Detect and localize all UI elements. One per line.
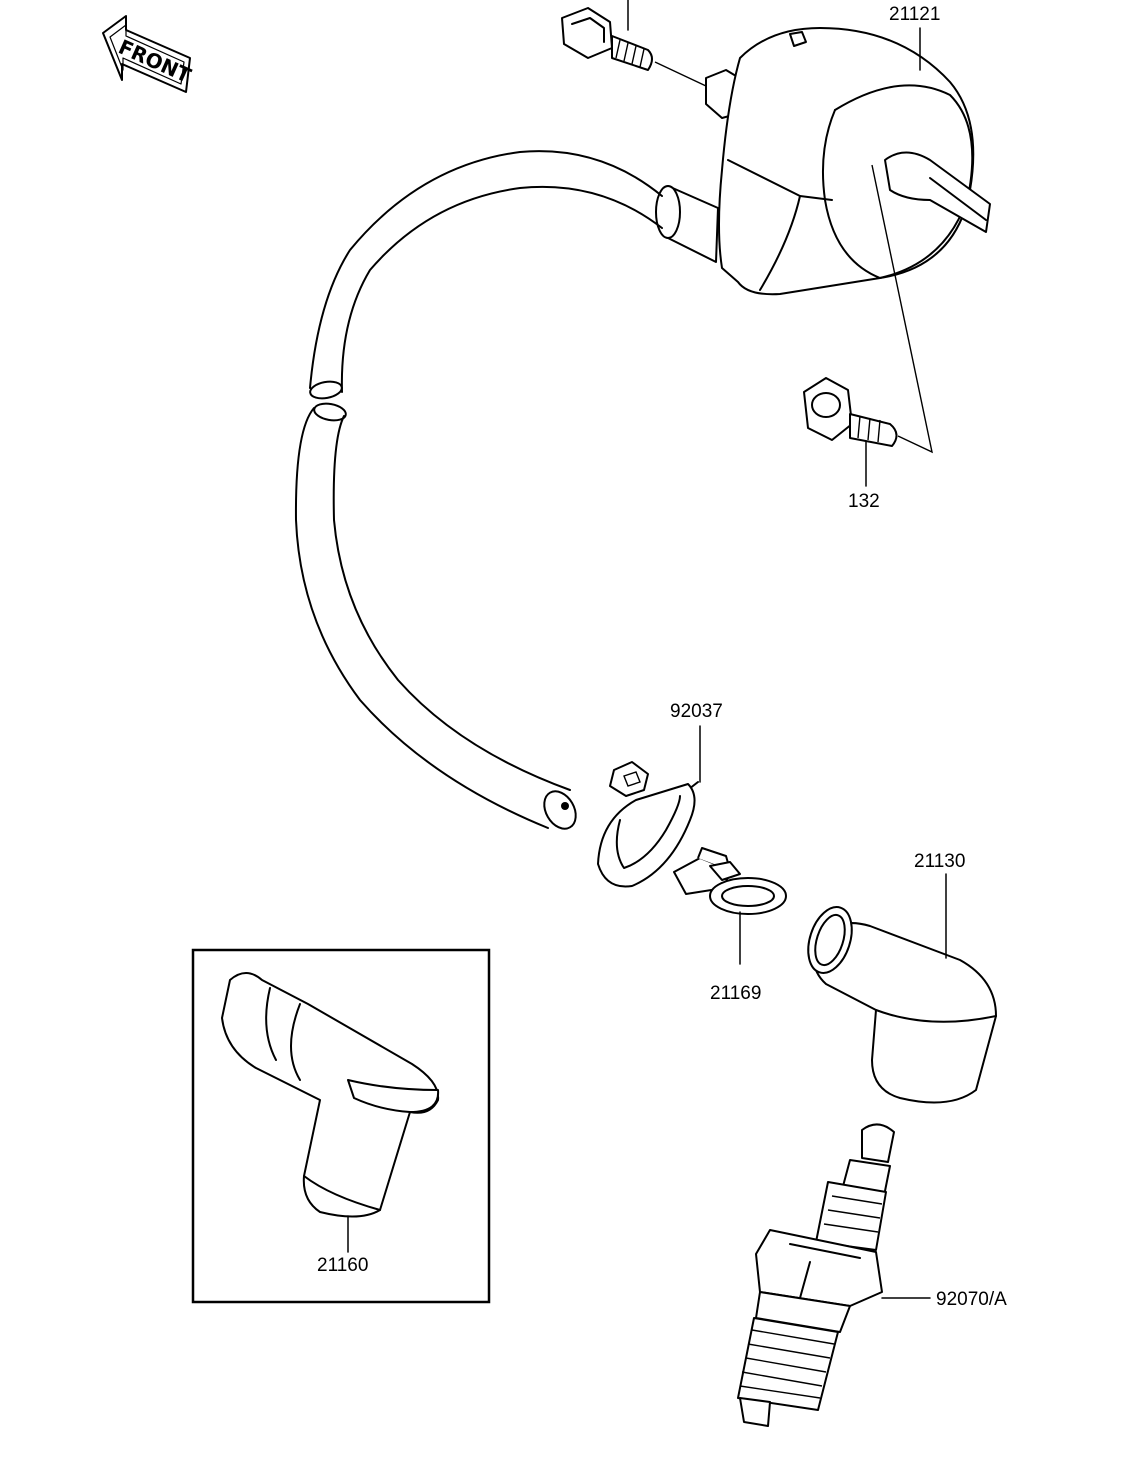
front-arrow: FRONT	[102, 15, 195, 93]
callout-21121: 21121	[889, 4, 941, 25]
lead-clamp	[597, 761, 699, 888]
callout-92070-a: 92070/A	[936, 1289, 1007, 1310]
ignition-lead-upper	[309, 150, 663, 400]
spark-plug	[737, 1123, 895, 1427]
callout-21169: 21169	[710, 983, 762, 1004]
callout-132: 132	[848, 491, 880, 512]
top-mounting-bolt	[561, 0, 653, 71]
alternate-part-box	[191, 948, 491, 1304]
callout-92037: 92037	[670, 701, 723, 722]
alternate-plug-cap	[221, 972, 440, 1218]
callout-21130: 21130	[914, 851, 966, 872]
spark-plug-cap	[807, 906, 997, 1104]
ignition-lead-lower	[294, 402, 577, 830]
ignition-coil	[655, 27, 991, 296]
callout-21160: 21160	[317, 1255, 369, 1276]
coil-mounting-bolt	[803, 377, 898, 447]
lead-clip	[673, 847, 787, 915]
